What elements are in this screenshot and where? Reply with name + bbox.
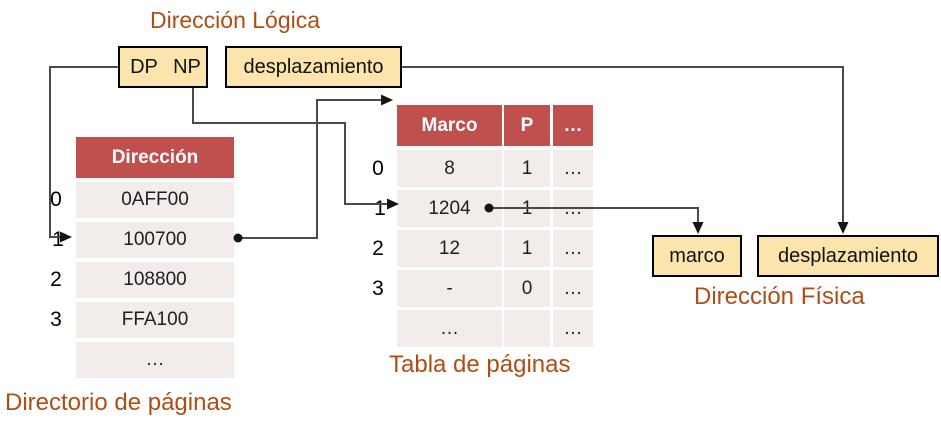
junction-dot-directory-row1 (233, 233, 243, 243)
dp-field: DP (130, 55, 158, 78)
pagetable-header-more: … (553, 105, 593, 146)
directory-row: 0AFF00 (76, 182, 234, 218)
physical-address-caption: Dirección Física (694, 283, 865, 310)
pagetable-header-marco: Marco (397, 105, 502, 146)
pagetable-cell-more: … (553, 190, 593, 227)
pagetable-cell-marco: 1204 (397, 190, 502, 227)
pagetable-cell-p: 1 (504, 190, 550, 227)
logical-address-title: Dirección Lógica (150, 7, 321, 33)
physical-marco-box: marco (652, 235, 742, 277)
pagetable-cell-marco: … (397, 310, 502, 347)
pagetable-index: 1 (374, 196, 386, 220)
pagetable-cell-p: 1 (504, 150, 550, 187)
pagetable-cell-more: … (553, 270, 593, 307)
pagetable-cell-marco: 8 (397, 150, 502, 187)
pagetable-cell-more: … (553, 150, 593, 187)
pagetable-cell-more: … (553, 230, 593, 267)
dp-np-box: DP NP (118, 46, 208, 88)
connector-directory-row1-to-pagetable (238, 99, 384, 239)
pagetable-index: 3 (372, 276, 384, 300)
directory-row: 108800 (76, 262, 234, 298)
np-field: NP (173, 55, 201, 78)
directory-header: Dirección (76, 137, 234, 178)
directory-index: 0 (50, 188, 62, 211)
directory-row: 100700 (76, 222, 234, 258)
directory-row-ellipsis: … (76, 342, 234, 378)
pagetable-cell-marco: 12 (397, 230, 502, 267)
pagetable-header-p: P (504, 105, 550, 146)
physical-offset-box: desplazamiento (757, 235, 939, 277)
pagetable-cell-p: 1 (504, 230, 550, 267)
directory-row: FFA100 (76, 302, 234, 338)
directory-index: 2 (50, 268, 62, 291)
pagetable-cell-marco: - (397, 270, 502, 307)
directory-index: 1 (52, 228, 64, 251)
pagetable-index: 2 (372, 236, 384, 260)
arrowhead-into-marco-box (692, 222, 704, 234)
pagetable-cell-more: … (553, 310, 593, 347)
arrowhead-into-physical-offset-box (837, 222, 849, 234)
logical-offset-box: desplazamiento (225, 46, 402, 88)
pagetable-cell-p: 0 (504, 270, 550, 307)
pagetable-caption: Tabla de páginas (389, 351, 571, 378)
pagetable-cell-p (504, 310, 550, 347)
directory-index: 3 (50, 308, 62, 331)
arrowhead-into-pagetable-top (381, 94, 393, 106)
pagetable-index: 0 (372, 156, 384, 180)
directory-caption: Directorio de páginas (5, 389, 232, 416)
